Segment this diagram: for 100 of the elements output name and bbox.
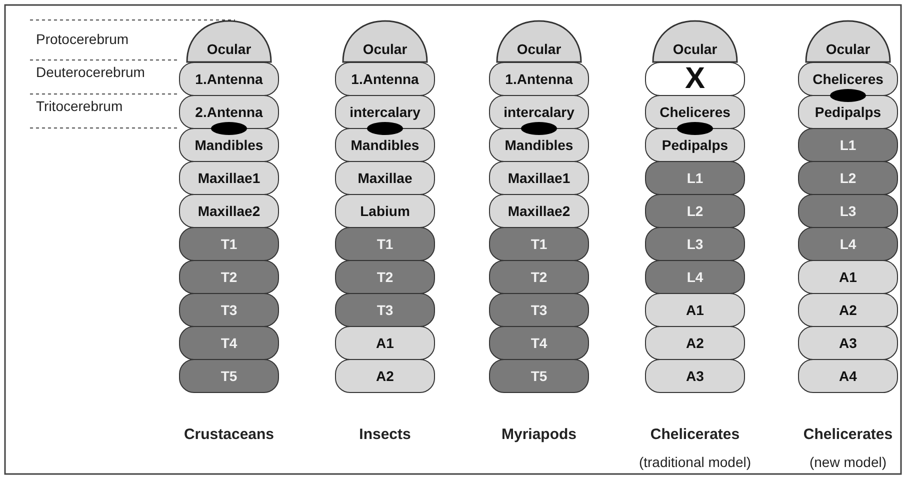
segment-label: Ocular (206, 41, 252, 57)
body-segment (335, 194, 435, 228)
body-segment (645, 62, 745, 96)
segment-label: Pedipalps (662, 137, 728, 153)
segment-label: T4 (530, 335, 548, 351)
segment-label: intercalary (350, 104, 420, 120)
head-segment (186, 20, 272, 63)
head-segment (342, 20, 428, 63)
body-segment (489, 128, 589, 162)
segment-label: Mandibles (350, 137, 420, 153)
brain-region-label: Tritocerebrum (36, 98, 123, 114)
segment-label: Maxillae2 (508, 203, 570, 219)
body-segment (335, 326, 435, 360)
body-segment (179, 62, 279, 96)
body-segment (645, 359, 745, 393)
body-segment (645, 260, 745, 294)
body-segment (645, 128, 745, 162)
segment-label: Cheliceres (812, 71, 884, 87)
body-segment (645, 293, 745, 327)
segment-label: L2 (840, 170, 856, 186)
body-segment (335, 95, 435, 129)
segment-label: A2 (839, 302, 857, 318)
segment-label: intercalary (504, 104, 574, 120)
segment-label: T4 (220, 335, 238, 351)
body-segment (489, 326, 589, 360)
body-segment (335, 227, 435, 261)
body-segment (798, 326, 898, 360)
head-segment (805, 20, 891, 63)
segment-label: Mandibles (504, 137, 574, 153)
body-segment (798, 62, 898, 96)
segment-label: Maxillae1 (508, 170, 570, 186)
body-segment (798, 95, 898, 129)
segment-label: 1.Antenna (505, 71, 573, 87)
body-segment (489, 260, 589, 294)
head-segment (496, 20, 582, 63)
segment-label: T3 (376, 302, 394, 318)
body-segment (335, 260, 435, 294)
body-segment (798, 359, 898, 393)
body-segment (335, 62, 435, 96)
column-title: Myriapods (502, 426, 576, 443)
body-segment (645, 161, 745, 195)
body-segment (798, 227, 898, 261)
body-segment (489, 194, 589, 228)
body-segment (489, 227, 589, 261)
segment-label: T1 (530, 236, 548, 252)
body-segment (489, 62, 589, 96)
body-segment (798, 128, 898, 162)
body-segment (798, 194, 898, 228)
body-segment (179, 128, 279, 162)
body-segment (335, 293, 435, 327)
segment-label: L4 (840, 236, 856, 252)
segment-label: Maxillae1 (198, 170, 260, 186)
body-segment (798, 161, 898, 195)
body-segment (489, 95, 589, 129)
body-segment (798, 293, 898, 327)
segment-label: Ocular (516, 41, 562, 57)
body-segment (179, 260, 279, 294)
brain-region-label: Deuterocerebrum (36, 64, 145, 80)
segment-label: A3 (839, 335, 857, 351)
segment-label: Ocular (826, 41, 870, 57)
segment-label: L2 (686, 203, 704, 219)
segment-label: T2 (220, 269, 238, 285)
column-title: Crustaceans (184, 426, 274, 443)
segment-label: A1 (686, 302, 704, 318)
body-segment (179, 95, 279, 129)
body-segment (645, 326, 745, 360)
segment-label: 1.Antenna (195, 71, 263, 87)
body-segment (179, 227, 279, 261)
body-segment (179, 359, 279, 393)
segment-label: Cheliceres (660, 104, 730, 120)
segment-label: Maxillae (358, 170, 412, 186)
brain-region-label: Protocerebrum (36, 31, 129, 47)
column-subtitle: (new model) (809, 454, 887, 470)
segment-label: L1 (686, 170, 704, 186)
body-segment (798, 260, 898, 294)
column-title: Insects (359, 426, 411, 443)
segment-label: 1.Antenna (351, 71, 419, 87)
segment-label: T2 (530, 269, 548, 285)
segment-label: A1 (376, 335, 394, 351)
segment-label: T2 (376, 269, 394, 285)
body-segment (179, 194, 279, 228)
body-segment (489, 293, 589, 327)
segment-label: T3 (530, 302, 548, 318)
body-segment (489, 161, 589, 195)
body-segment (335, 128, 435, 162)
segment-label: L3 (686, 236, 704, 252)
segment-label: A2 (686, 335, 704, 351)
body-segment (335, 161, 435, 195)
column-title: Chelicerates (803, 426, 893, 443)
body-segment (645, 227, 745, 261)
body-segment (179, 293, 279, 327)
body-segment (335, 359, 435, 393)
segment-label: Pedipalps (814, 104, 882, 120)
segment-label: Ocular (672, 41, 718, 57)
body-segment (645, 194, 745, 228)
segment-label: A4 (839, 368, 857, 384)
segment-label: Maxillae2 (198, 203, 260, 219)
body-segment (179, 326, 279, 360)
body-segment (489, 359, 589, 393)
segment-label: Ocular (362, 41, 408, 57)
